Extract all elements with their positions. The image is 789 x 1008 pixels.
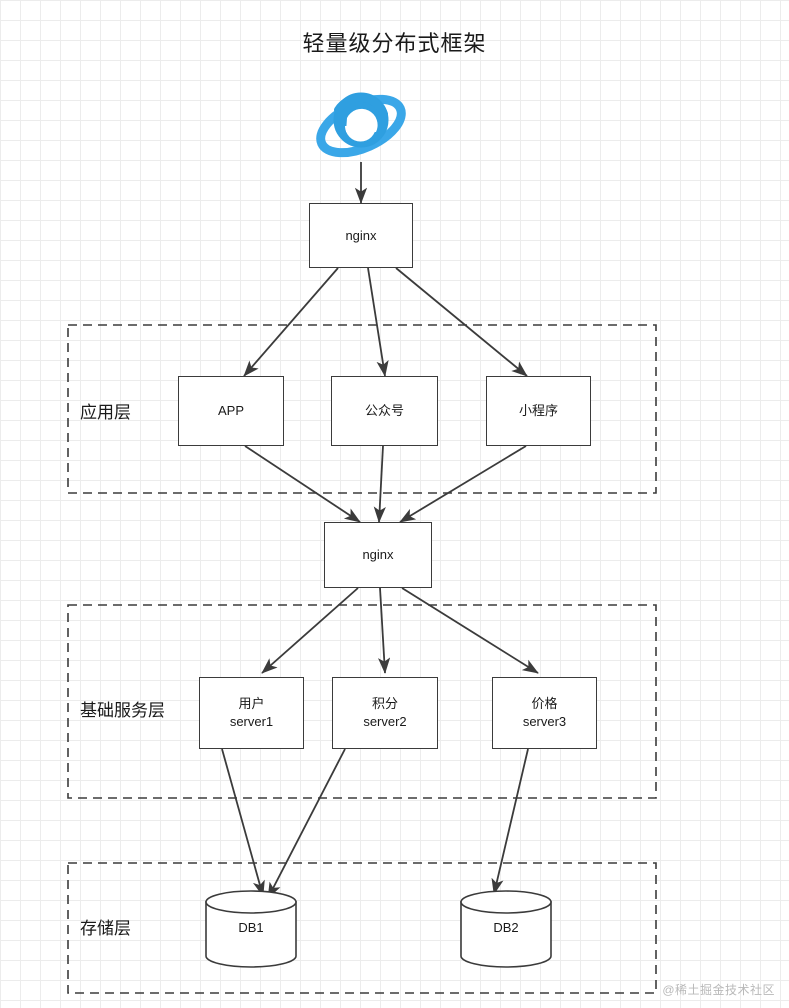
node-sublabel: server2 [363,714,407,729]
node-nginx-mid[interactable]: nginx [324,522,432,588]
node-mini-program[interactable]: 小程序 [486,376,591,446]
node-label: 积分 [371,696,398,712]
node-label: APP [217,403,244,419]
node-nginx-top[interactable]: nginx [309,203,413,268]
node-sublabel: server3 [522,714,567,729]
page-title: 轻量级分布式框架 [302,31,487,56]
node-label: nginx [345,227,377,243]
node-user-service[interactable]: 用户 server1 [199,677,304,749]
node-price-service[interactable]: 价格 server3 [492,677,597,749]
svg-text:e: e [352,96,370,141]
internet-explorer-logo: e [316,80,406,160]
node-label: 价格 [531,696,558,712]
watermark: @稀土掘金技术社区 [662,983,775,997]
node-points-service[interactable]: 积分 server2 [332,677,438,749]
node-db1-label: DB1 [238,920,264,935]
group-label-application-layer: 应用层 [80,403,131,422]
node-label: 公众号 [364,403,404,419]
node-sublabel: server1 [229,714,274,729]
group-label-base-service-layer: 基础服务层 [80,701,165,720]
node-label: 用户 [238,696,265,712]
node-db2-label: DB2 [493,920,519,935]
group-label-storage-layer: 存储层 [80,919,131,938]
node-app[interactable]: APP [178,376,284,446]
node-official-account[interactable]: 公众号 [331,376,438,446]
node-label: 小程序 [518,403,558,419]
node-label: nginx [362,547,394,563]
